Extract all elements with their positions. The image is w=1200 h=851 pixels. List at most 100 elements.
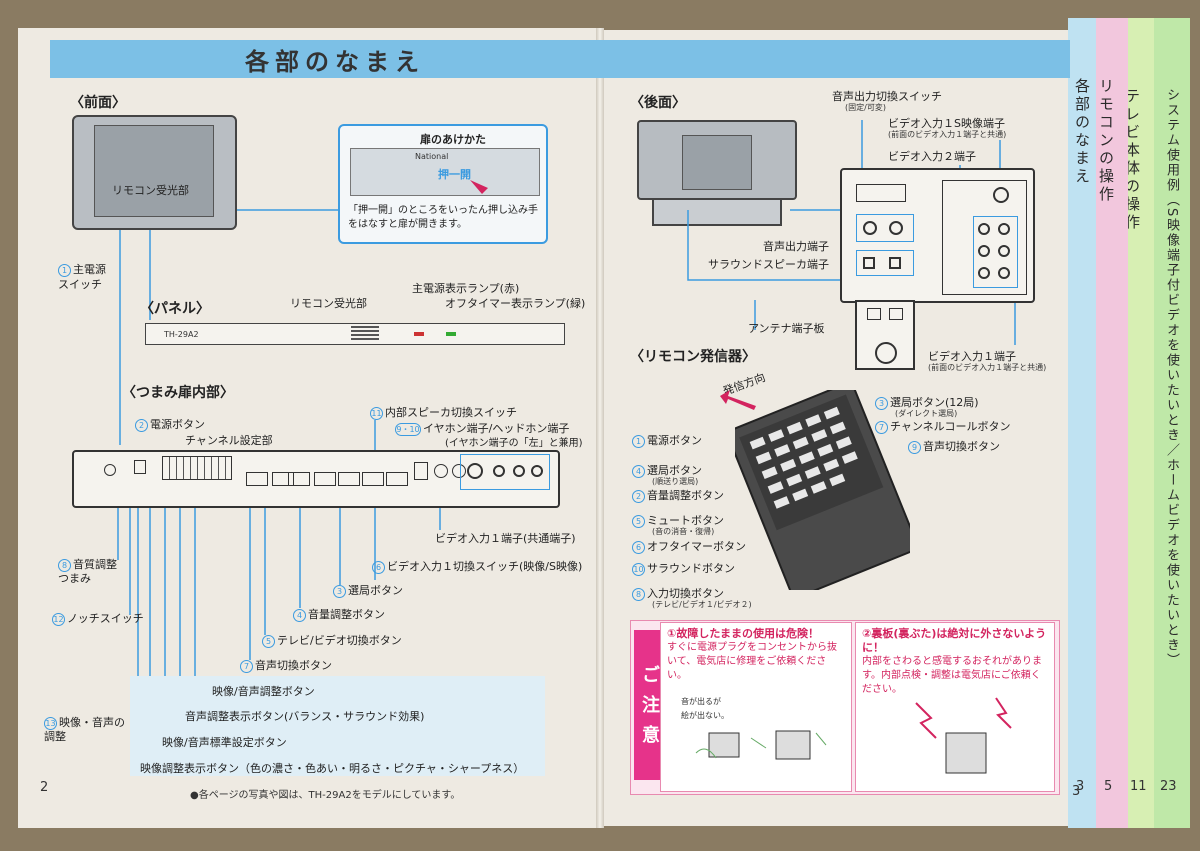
picture-sound-button[interactable] xyxy=(246,472,268,486)
tv-rear-illustration xyxy=(637,110,797,230)
tv-front-illustration xyxy=(72,115,237,230)
rear-section-title: 〈後面〉 xyxy=(630,95,686,111)
tab-system-usage[interactable]: システム使用例（S映像端子付ビデオを使いたいとき／ホームビデオを使いたいとき） … xyxy=(1150,18,1190,828)
video-input-1-label: ビデオ入力１端子(共通端子) xyxy=(435,532,576,545)
tone-knob[interactable] xyxy=(104,464,116,476)
remote-sensor-label: リモコン受光部 xyxy=(112,184,189,197)
audio-out-left-jack[interactable] xyxy=(863,221,877,235)
sound-display-label: 音声調整表示ボタン(バランス・サラウンド効果) xyxy=(185,710,425,723)
video-input-1-s-label: ビデオ入力１S映像端子 xyxy=(888,117,1005,130)
door-push-label: 押一開 xyxy=(438,168,471,181)
earphone-jack-left[interactable] xyxy=(434,464,448,478)
tv-video-button[interactable] xyxy=(288,472,310,486)
channel-setting-block[interactable] xyxy=(162,456,232,480)
hand-icon xyxy=(470,180,488,194)
panel-offtimer-lamp-label: オフタイマー表示ランプ(緑) xyxy=(445,297,586,310)
remote-control-illustration xyxy=(735,390,910,590)
power-lamp xyxy=(414,332,424,336)
remote-input-sub: (テレビ/ビデオ１/ビデオ２) xyxy=(652,600,752,609)
antenna-terminal-board xyxy=(855,300,915,370)
vhf-75-terminal[interactable] xyxy=(875,342,897,364)
audio-output-terminals xyxy=(856,214,914,242)
volume-down-button[interactable] xyxy=(314,472,336,486)
tab-part-names[interactable]: 各部のなまえ 3 xyxy=(1068,18,1096,828)
earphone-note-label: (イヤホン端子の「左」と兼用) xyxy=(445,438,583,449)
remote-direct-channel-sub: (ダイレクト選局) xyxy=(895,409,958,418)
picture-display-label: 映像調整表示ボタン（色の濃さ・色あい・明るさ・ピクチャ・シャープネス） xyxy=(140,762,525,775)
power-button[interactable] xyxy=(134,460,146,474)
surround-left-terminal[interactable] xyxy=(863,257,875,269)
caution-box-malfunction: ①故障したままの使用は危険！ すぐに電源プラグをコンセントから抜いて、電気店に修… xyxy=(660,622,852,792)
audio-output-select-switch[interactable] xyxy=(856,184,906,202)
left-page-number: 2 xyxy=(40,780,49,795)
video-input-1-rear-sub: (前面のビデオ入力１端子と共通) xyxy=(928,363,1047,372)
channel-up-button[interactable] xyxy=(386,472,408,486)
video-input-1-rear-label: ビデオ入力１端子 xyxy=(928,350,1016,363)
earphone-jack-right[interactable] xyxy=(452,464,466,478)
audio-output-switch-label: 音声出力切換スイッチ xyxy=(832,90,942,103)
knob-door-panel xyxy=(72,450,560,508)
channel-down-button[interactable] xyxy=(362,472,384,486)
remote-mute-sub: (音の消音・復帰) xyxy=(652,527,715,536)
adjustment-note-area xyxy=(130,676,545,776)
volume-up-button[interactable] xyxy=(338,472,360,486)
speaker-select-switch[interactable] xyxy=(414,462,428,480)
header-bar xyxy=(50,40,1070,78)
transmit-arrow-icon xyxy=(720,390,756,410)
rear-terminal-board xyxy=(840,168,1035,303)
panel-section-title: 〈パネル〉 xyxy=(140,301,210,317)
book-spine xyxy=(596,28,604,828)
remote-sequential-channel-sub: (順送り選局) xyxy=(652,477,699,486)
standard-setting-label: 映像/音声標準設定ボタン xyxy=(162,736,287,749)
rear-s-video-jack[interactable] xyxy=(993,187,1009,203)
caution-box-back-cover: ②裏板(裏ぶた)は絶対に外さないように！ 内部をさわると感電するおそれがあります… xyxy=(855,622,1055,792)
knob-section-title: 〈つまみ扉内部〉 xyxy=(122,385,234,401)
audio-right-jack[interactable] xyxy=(531,465,543,477)
sound-mode-button[interactable] xyxy=(272,472,294,486)
door-brand: National xyxy=(415,152,449,161)
shock-warning-illustration xyxy=(915,697,1012,774)
audio-output-terminal-label: 音声出力端子 xyxy=(763,240,829,253)
video-input-block xyxy=(942,180,1027,295)
video-jack[interactable] xyxy=(493,465,505,477)
right-page-number: 3 xyxy=(1072,784,1081,799)
s-video-jack[interactable] xyxy=(467,463,483,479)
surround-speaker-terminal-label: サラウンドスピーカ端子 xyxy=(708,258,829,271)
uhf-terminal[interactable] xyxy=(867,308,881,320)
front-panel-strip: TH-29A2 xyxy=(145,323,565,345)
surround-right-terminal[interactable] xyxy=(889,257,901,269)
footnote: ●各ページの写真や図は、TH-29A2をモデルにしています。 xyxy=(190,790,461,801)
picture-sound-adjust-label: 映像/音声調整ボタン xyxy=(212,685,315,698)
broken-tv-illustration xyxy=(695,730,827,760)
door-callout-title: 扉のあけかた xyxy=(420,133,486,146)
audio-output-switch-sub: (固定/可変) xyxy=(845,103,886,112)
remote-section-title: 〈リモコン発信器〉 xyxy=(630,349,756,365)
door-callout: 扉のあけかた National 押一開 「押一開」のところをいったん押し込み手を… xyxy=(338,124,548,244)
audio-out-right-jack[interactable] xyxy=(889,221,903,235)
audio-left-jack[interactable] xyxy=(513,465,525,477)
video-input-1-group xyxy=(460,454,550,490)
panel-sensor-window xyxy=(351,326,379,340)
page-title: 各部のなまえ xyxy=(245,48,425,76)
vhf-300-terminal[interactable] xyxy=(889,308,903,320)
surround-speaker-terminals xyxy=(856,250,914,276)
offtimer-lamp xyxy=(446,332,456,336)
